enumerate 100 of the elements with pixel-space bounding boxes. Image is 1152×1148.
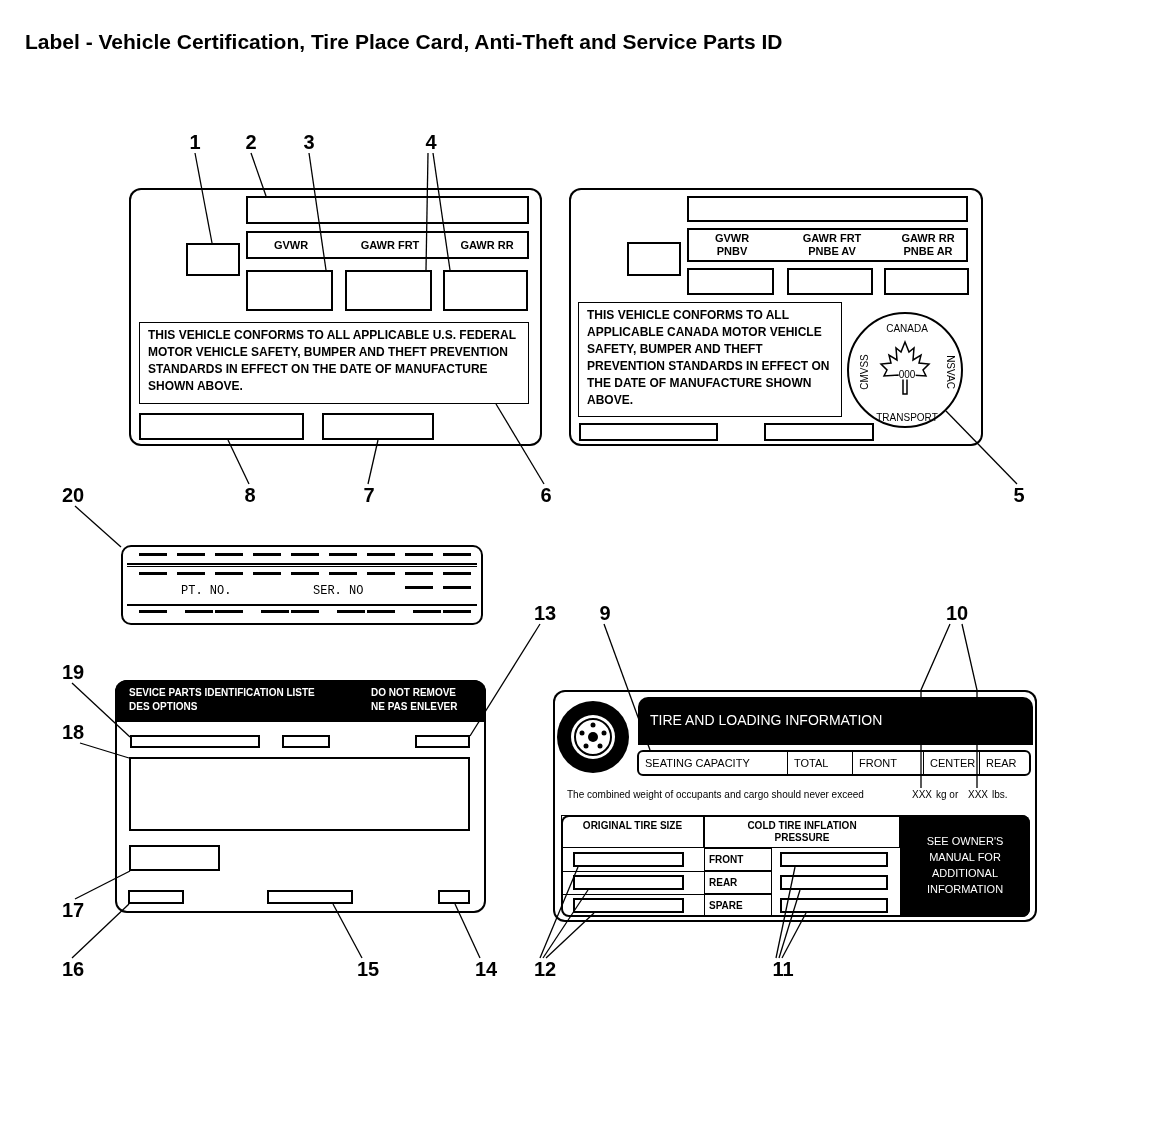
blank-field xyxy=(246,270,333,311)
blank-field xyxy=(415,735,470,748)
blank-field xyxy=(573,875,684,890)
seal-text: CMVSS xyxy=(858,354,870,390)
column-heading: GAWR RR xyxy=(460,238,514,252)
seating-cell: TOTAL xyxy=(787,752,852,774)
field-label: PT. NO. xyxy=(181,585,232,598)
blank-field xyxy=(322,413,434,440)
callout-number: 20 xyxy=(60,484,86,506)
seal-text: NSVAC xyxy=(944,355,956,389)
leader-line xyxy=(367,439,379,485)
blank-field xyxy=(130,735,260,748)
callout-number: 8 xyxy=(242,484,258,506)
value-text: XXX xyxy=(911,788,933,802)
band-text: SEVICE PARTS IDENTIFICATION LISTE DES OPTIONS xyxy=(129,686,316,714)
blank-field xyxy=(780,898,888,913)
leader-line xyxy=(432,152,451,271)
column-heading: GAWR FRT xyxy=(360,238,420,252)
blank-field xyxy=(345,270,432,311)
blank-field xyxy=(129,757,470,831)
leader-line xyxy=(539,866,579,959)
callout-number: 3 xyxy=(301,131,317,153)
seating-row-box xyxy=(637,750,1031,776)
blank-field xyxy=(139,413,304,440)
band-title: TIRE AND LOADING INFORMATION xyxy=(650,712,883,729)
blank-field xyxy=(443,270,528,311)
leader-line xyxy=(778,889,801,959)
leader-line xyxy=(545,912,595,959)
tire-table xyxy=(561,815,1030,917)
leader-line xyxy=(495,403,545,485)
callout-number: 14 xyxy=(473,958,499,980)
value-text: XXX xyxy=(967,788,989,802)
row-label-cell: REAR xyxy=(704,871,772,894)
leader-line xyxy=(332,903,363,959)
seal-text: 000 xyxy=(898,368,916,380)
header-box xyxy=(687,228,968,262)
blank-field xyxy=(884,268,969,295)
column-heading: GAWR FRT PNBE AV xyxy=(801,232,863,258)
callout-number: 2 xyxy=(243,131,259,153)
leader-line xyxy=(454,903,481,959)
leader-line xyxy=(542,889,589,959)
info-cell: SEE OWNER'S MANUAL FOR ADDITIONAL INFORMATION xyxy=(900,815,1030,917)
band-text: DO NOT REMOVE NE PAS ENLEVER xyxy=(371,686,459,714)
callout-number: 4 xyxy=(423,131,439,153)
blank-field xyxy=(438,890,470,904)
leader-line xyxy=(469,623,541,737)
row-label-cell: FRONT xyxy=(704,848,772,871)
leader-line xyxy=(79,742,130,759)
field-label: SER. NO xyxy=(313,585,364,598)
leader-line xyxy=(425,152,429,271)
blank-field xyxy=(787,268,873,295)
callout-number: 10 xyxy=(944,602,970,624)
leader-line xyxy=(603,623,651,751)
label-card xyxy=(115,680,486,913)
leader-line xyxy=(781,912,807,959)
seating-cell: FRONT xyxy=(852,752,923,774)
blank-field xyxy=(687,196,968,222)
blank-field xyxy=(579,423,718,441)
statement-panel: THIS VEHICLE CONFORMS TO ALL APPLICABLE U.S. FEDERAL MOTOR VEHICLE SAFETY, BUMPER AND THEFT PREVENTION STANDARDS IN EFFECT ON THE DATE OF MANUFACTURE SHOWN ABOVE. xyxy=(139,322,529,404)
callout-number: 6 xyxy=(538,484,554,506)
table-header-cell: ORIGINAL TIRE SIZE xyxy=(561,815,704,848)
leader-line xyxy=(961,623,978,789)
blank-field xyxy=(128,890,184,904)
seating-cell: REAR xyxy=(979,752,1033,774)
seal-text: CANADA xyxy=(886,322,928,334)
part-label xyxy=(121,545,483,625)
blank-field xyxy=(780,852,888,867)
leader-line xyxy=(920,623,951,789)
statement-panel: THIS VEHICLE CONFORMS TO ALL APPLICABLE CANADA MOTOR VEHICLE SAFETY, BUMPER AND THEFT PREVENTION STANDARDS IN EFFECT ON THE DATE OF MANUFACTURE SHOWN ABOVE. xyxy=(578,302,842,417)
blank-field xyxy=(267,890,353,904)
callout-number: 12 xyxy=(532,958,558,980)
blank-field xyxy=(129,845,220,871)
callout-number: 11 xyxy=(770,958,796,980)
callout-number: 15 xyxy=(355,958,381,980)
safety-seal xyxy=(847,312,963,428)
note-text: kg or xyxy=(936,788,959,802)
label-card xyxy=(569,188,983,446)
leader-line xyxy=(74,870,131,900)
callout-number: 1 xyxy=(187,131,203,153)
seating-cell: CENTER xyxy=(923,752,979,774)
callout-number: 9 xyxy=(597,602,613,624)
leader-line xyxy=(308,152,327,271)
callout-number: 19 xyxy=(60,661,86,683)
callout-number: 18 xyxy=(60,721,86,743)
blank-field xyxy=(687,268,774,295)
callout-number: 5 xyxy=(1011,484,1027,506)
blank-field xyxy=(573,852,684,867)
callout-number: 13 xyxy=(532,602,558,624)
label-card xyxy=(553,690,1037,922)
leader-line xyxy=(227,439,250,485)
blank-field xyxy=(780,875,888,890)
column-heading: GVWR PNBV xyxy=(713,232,751,258)
row-label-cell: SPARE xyxy=(704,894,772,917)
blank-field xyxy=(764,423,874,441)
blank-field xyxy=(246,196,529,224)
seating-cell-text: SEATING CAPACITY xyxy=(644,756,751,771)
label-card xyxy=(129,188,542,446)
column-heading: GAWR RR PNBE AR xyxy=(900,232,956,258)
header-box xyxy=(246,231,529,259)
diagram-title: Label - Vehicle Certification, Tire Place Card, Anti-Theft and Service Parts ID xyxy=(25,30,783,54)
